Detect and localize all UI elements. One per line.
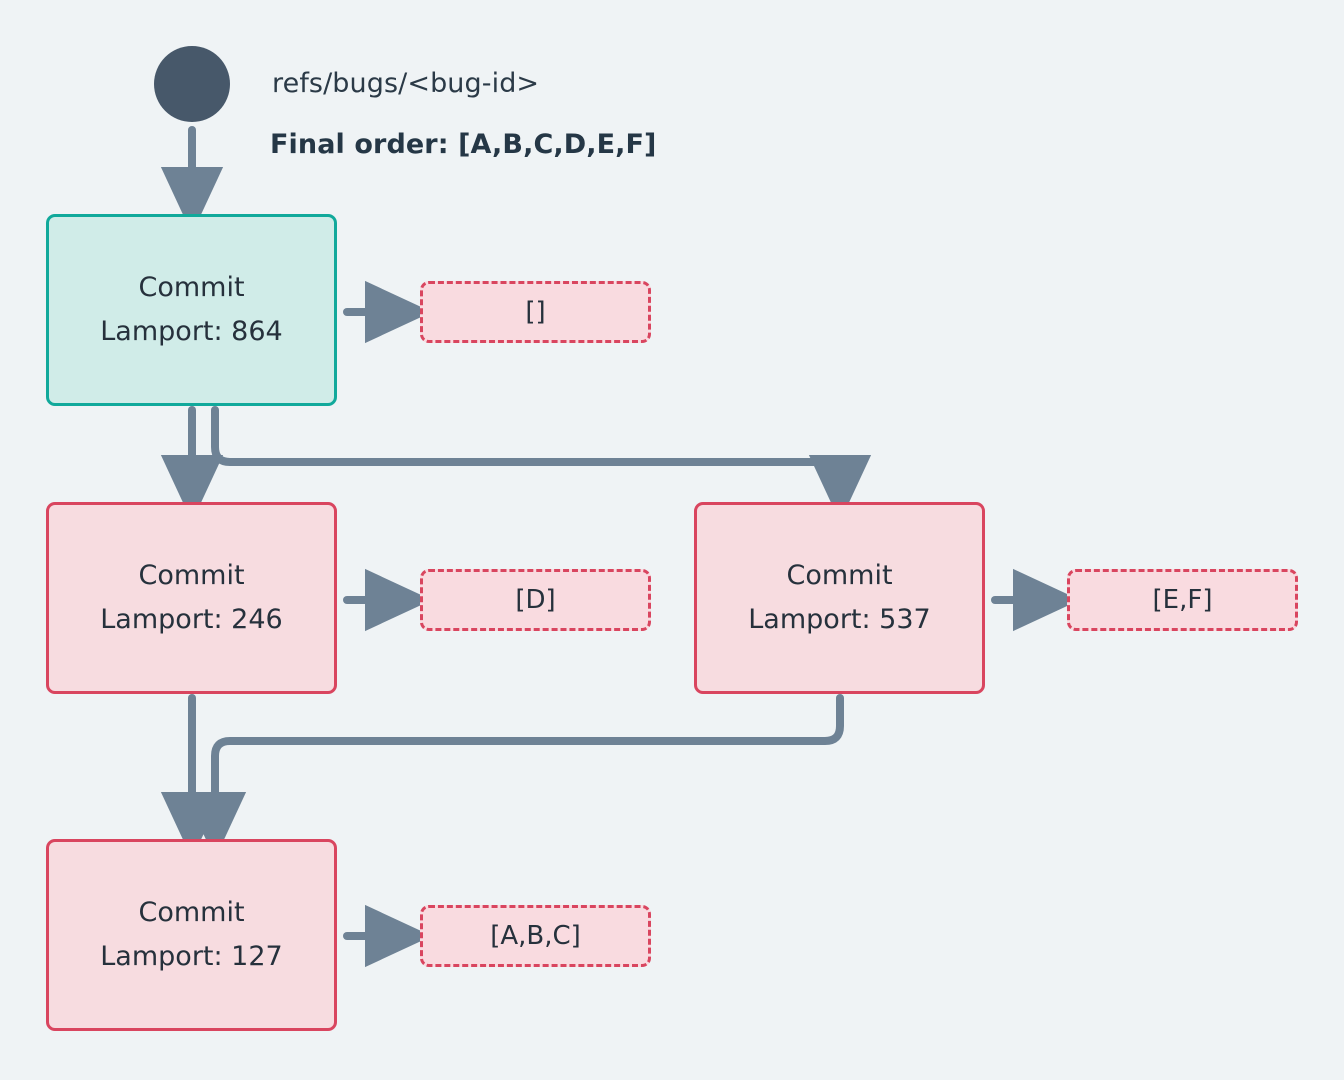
tag-box-246[interactable]: [D] (420, 569, 651, 631)
commit-lamport: Lamport: 864 (100, 316, 283, 347)
commit-title: Commit (138, 272, 245, 304)
commit-lamport: Lamport: 127 (100, 941, 283, 972)
tag-box-127[interactable]: [A,B,C] (420, 905, 651, 967)
tag-box-537[interactable]: [E,F] (1067, 569, 1298, 631)
commit-lamport: Lamport: 537 (748, 604, 931, 635)
tag-box-864[interactable]: [] (420, 281, 651, 343)
commit-title: Commit (138, 897, 245, 929)
commit-title: Commit (138, 560, 245, 592)
edge-537-to-127 (183, 694, 844, 859)
commit-node-127[interactable]: Commit Lamport: 127 (46, 839, 337, 1031)
commit-node-537[interactable]: Commit Lamport: 537 (694, 502, 985, 694)
final-order-label: Final order: [A,B,C,D,E,F] (270, 129, 657, 160)
commit-node-864[interactable]: Commit Lamport: 864 (46, 214, 337, 406)
edge-864-to-537 (211, 406, 872, 522)
ref-label: refs/bugs/<bug-id> (272, 68, 540, 99)
commit-node-246[interactable]: Commit Lamport: 246 (46, 502, 337, 694)
root-circle[interactable] (154, 46, 230, 122)
commit-title: Commit (786, 560, 893, 592)
commit-lamport: Lamport: 246 (100, 604, 283, 635)
